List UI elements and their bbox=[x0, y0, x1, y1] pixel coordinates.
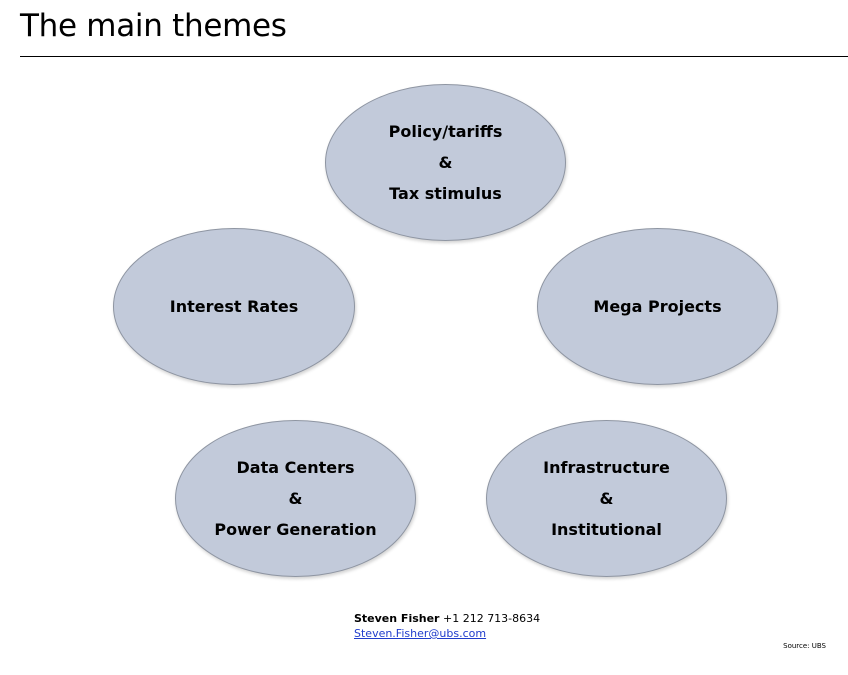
contact-phone: +1 212 713-8634 bbox=[442, 612, 541, 625]
title-divider bbox=[20, 56, 848, 57]
contact-name: Steven Fisher bbox=[354, 612, 440, 625]
theme-oval-interest-rates: Interest Rates bbox=[113, 228, 355, 385]
theme-oval-mega-projects: Mega Projects bbox=[537, 228, 778, 385]
theme-label-line: Interest Rates bbox=[169, 297, 299, 316]
theme-label-line: Institutional bbox=[551, 520, 662, 539]
contact-block: Steven Fisher +1 212 713-8634 Steven.Fis… bbox=[354, 611, 540, 641]
source-note: Source: UBS bbox=[783, 642, 826, 650]
theme-label-line: Policy/tariffs bbox=[388, 122, 503, 141]
theme-label-line: Data Centers bbox=[236, 458, 355, 477]
theme-label-line: Power Generation bbox=[214, 520, 377, 539]
theme-label-line: Mega Projects bbox=[593, 297, 722, 316]
theme-label-line: & bbox=[438, 153, 453, 172]
theme-oval-infrastructure: Infrastructure & Institutional bbox=[486, 420, 727, 577]
theme-label-line: Tax stimulus bbox=[389, 184, 502, 203]
contact-email-link[interactable]: Steven.Fisher@ubs.com bbox=[354, 627, 487, 640]
theme-oval-policy-tariffs: Policy/tariffs & Tax stimulus bbox=[325, 84, 566, 241]
theme-label-line: Infrastructure bbox=[543, 458, 670, 477]
theme-label-line: & bbox=[599, 489, 614, 508]
theme-label-line: & bbox=[288, 489, 303, 508]
theme-oval-data-centers: Data Centers & Power Generation bbox=[175, 420, 416, 577]
page-title: The main themes bbox=[20, 8, 287, 44]
